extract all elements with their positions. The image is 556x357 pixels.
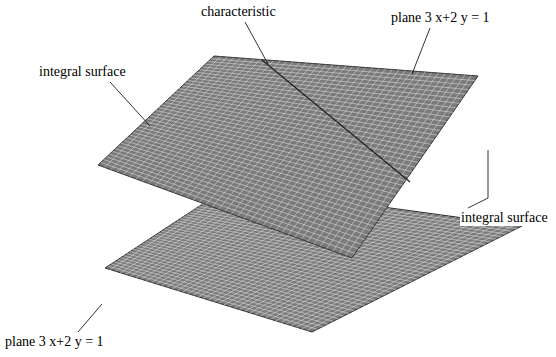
label-text: integral surface: [38, 64, 127, 80]
label-text: plane 3 x+2 y = 1: [390, 10, 491, 26]
leader-line: [78, 304, 102, 332]
leader-line: [412, 28, 430, 74]
label-text: plane 3 x+2 y = 1: [4, 334, 105, 350]
upper-plane-fill: [98, 56, 478, 258]
leader-line: [468, 150, 488, 208]
characteristic-line: [262, 60, 410, 182]
leader-line: [110, 82, 150, 126]
upper-plane-grid: [101, 57, 475, 256]
upper-plane: [98, 56, 478, 258]
label-text: integral surface: [460, 210, 549, 226]
leader-line: [245, 22, 268, 64]
label-text: characteristic: [200, 4, 277, 20]
